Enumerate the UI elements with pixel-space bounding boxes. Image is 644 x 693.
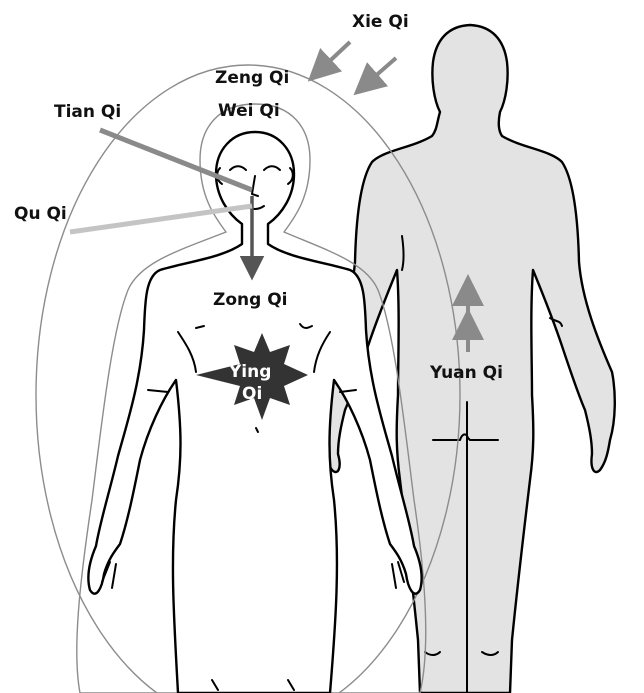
- label-tian-qi: Tian Qi: [54, 102, 121, 122]
- qu-qi-line: [70, 206, 252, 232]
- label-wei-qi: Wei Qi: [218, 101, 280, 121]
- label-xie-qi: Xie Qi: [352, 12, 409, 32]
- label-yuan-qi: Yuan Qi: [429, 363, 503, 383]
- xie-qi-arrow-1: [318, 42, 350, 72]
- label-zeng-qi: Zeng Qi: [215, 68, 289, 88]
- label-qu-qi: Qu Qi: [14, 204, 67, 224]
- label-ying-qi-line2: Qi: [242, 384, 262, 404]
- label-ying-qi-line1: Ying: [228, 362, 271, 382]
- xie-qi-arrow-2: [364, 58, 396, 86]
- label-zong-qi: Zong Qi: [213, 290, 287, 310]
